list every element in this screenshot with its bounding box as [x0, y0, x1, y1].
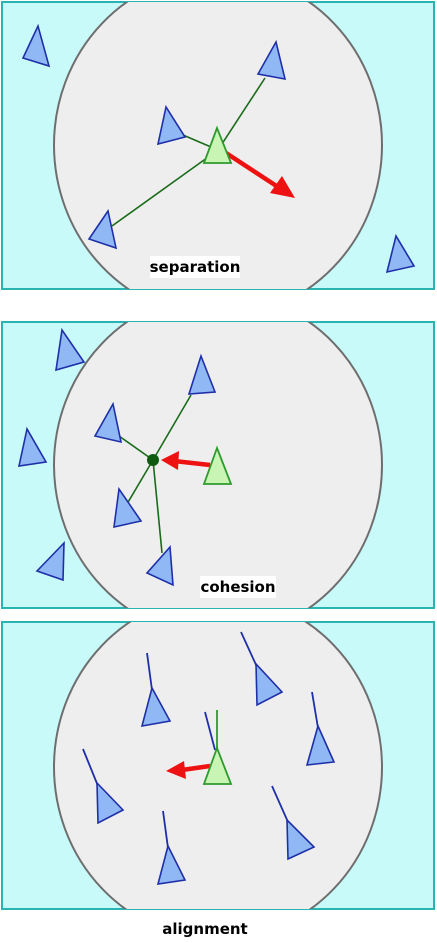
boid	[187, 353, 217, 395]
cohesion-panel: cohesion	[1, 321, 435, 609]
boid	[256, 39, 287, 81]
boid	[55, 327, 86, 372]
separation-label: separation	[150, 258, 241, 276]
aligned-boid	[82, 748, 125, 825]
alignment-arrow-shaft	[181, 763, 211, 773]
aligned-boid	[240, 631, 284, 707]
boid	[156, 843, 187, 885]
alignment-arrow-head	[166, 761, 186, 779]
aligned-boid	[271, 785, 316, 861]
aligned-boid	[156, 810, 187, 885]
label-background	[200, 576, 276, 598]
focal-boid	[202, 125, 233, 164]
separation-arrow-shaft	[224, 151, 280, 189]
label-background	[150, 256, 240, 278]
heading-line	[82, 748, 99, 787]
focal-boid	[202, 445, 233, 485]
separation-arrow-head	[270, 176, 295, 198]
focal-boid	[202, 745, 233, 785]
heading-line	[240, 631, 258, 668]
boid	[87, 209, 118, 250]
neighbor-link	[152, 394, 192, 461]
center-of-mass-dot	[147, 454, 159, 466]
alignment-panel	[1, 621, 435, 910]
boid	[255, 661, 284, 707]
heading-line	[271, 785, 289, 823]
heading-line	[146, 652, 153, 691]
boid	[93, 401, 123, 444]
boid	[113, 486, 143, 529]
alignment-label: alignment	[162, 920, 247, 938]
cohesion-arrow-shaft	[173, 458, 211, 468]
boid	[17, 426, 48, 467]
cohesion-label: cohesion	[200, 578, 275, 596]
cohesion-arrow-head	[161, 451, 179, 470]
neighbor-link	[126, 459, 154, 505]
heading-line	[311, 691, 319, 729]
aligned-boid	[305, 691, 336, 766]
boid	[156, 104, 187, 146]
neighbor-link	[152, 459, 163, 554]
boid	[145, 545, 174, 587]
boid	[35, 540, 65, 582]
boid	[385, 233, 416, 274]
boid	[21, 23, 51, 68]
heading-line	[204, 711, 216, 751]
neighbor-link	[118, 435, 154, 461]
neighbor-link	[217, 77, 266, 151]
aligned-boid	[140, 652, 172, 728]
boid	[305, 723, 336, 766]
boid	[96, 780, 125, 825]
boid	[140, 685, 172, 728]
heading-line	[162, 810, 169, 849]
separation-panel: separation	[1, 1, 435, 290]
neighbor-link	[111, 149, 219, 227]
boid	[286, 818, 316, 861]
